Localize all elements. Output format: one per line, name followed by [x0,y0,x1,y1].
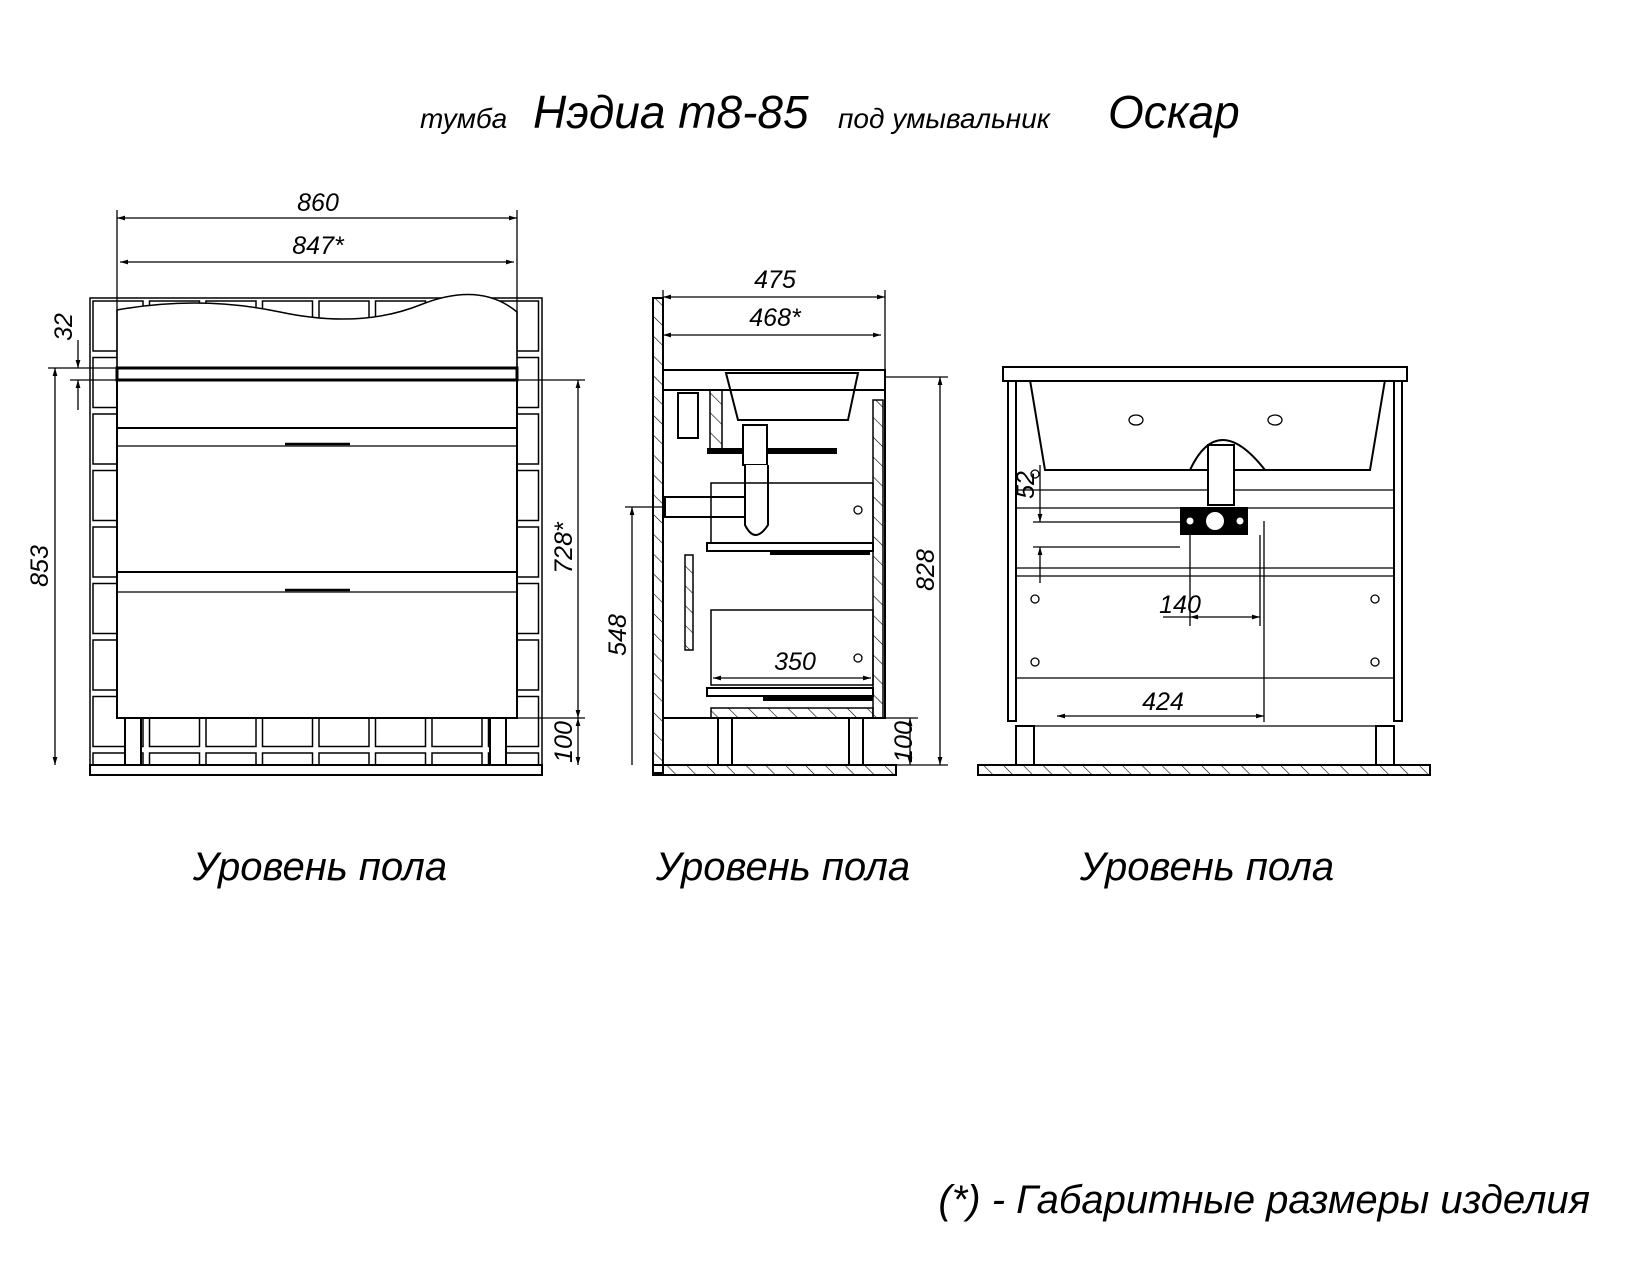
sink-bowl [724,372,860,421]
dim-height-total: 853 [26,545,54,587]
dim-cutout-width: 140 [1159,591,1201,619]
front-view: 860 847* 32 853 728* 100 Уровень пола [26,189,585,889]
leg-left [124,717,142,766]
dim-drain-height: 548 [604,614,632,656]
dim-height-body: 728* [550,521,578,574]
dim-side-height: 828 [912,549,940,591]
dim-depth-body: 468* [749,304,802,332]
sink-top [1002,366,1408,382]
dim-drain-offset: 424 [1142,688,1184,716]
floor [89,764,543,776]
drain-pipe [664,496,746,518]
front-panel [872,399,884,719]
dim-top-thickness: 32 [50,313,78,341]
dim-cutout-height: 52 [1012,471,1040,499]
siphon [1207,444,1235,506]
floor [977,764,1431,776]
dim-width-total: 860 [297,189,339,217]
dim-side-leg: 100 [890,721,918,763]
cabinet-frame-right [1393,380,1403,722]
title-model: Нэдиа т8-85 [533,86,809,138]
floor [652,764,897,776]
title-prefix: тумба [420,103,507,134]
leg-right [489,717,507,766]
floor-level-label: Уровень пола [192,845,447,889]
footnote: (*) - Габаритные размеры изделия [938,1178,1590,1222]
title-middle: под умывальник [838,103,1052,134]
top-drawer [116,427,518,573]
countertop [115,366,519,382]
sink-outline [116,293,518,369]
dim-depth-total: 475 [754,266,796,294]
title-sink: Оскар [1108,86,1240,138]
back-view: 52 140 424 Уровень пола [977,366,1431,889]
side-view: 475 468* 548 350 828 100 Уровень пола [604,266,948,889]
siphon [742,424,768,466]
dim-leg-height: 100 [550,721,578,763]
floor-level-label: Уровень пола [655,845,910,889]
cabinet-frame-left [1007,380,1017,722]
lower-drawer [710,609,874,686]
floor-level-label: Уровень пола [1079,845,1334,889]
drawing-title: тумба Нэдиа т8-85 под умывальник Оскар [420,86,1240,138]
dim-drawer-depth: 350 [774,648,816,676]
bottom-drawer [116,571,518,719]
dim-width-body: 847* [292,232,345,260]
wall-section [652,297,664,774]
